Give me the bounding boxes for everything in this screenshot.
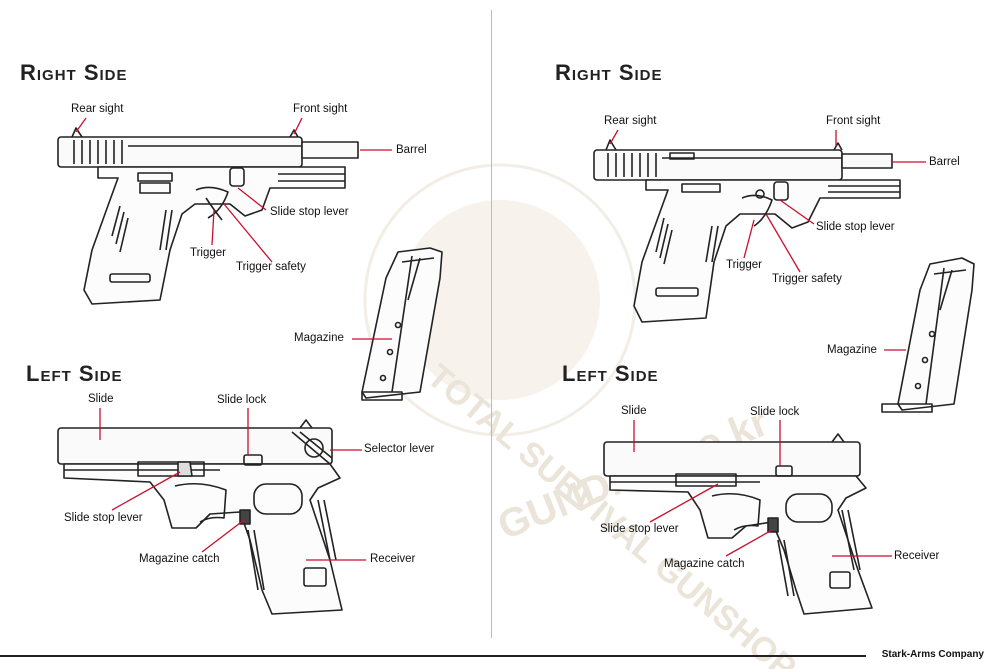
heading-left-side-right-panel: Left Side [562,361,659,386]
heading-right-side-left-panel: Right Side [20,60,128,85]
heading-left-side-left-panel: Left Side [26,361,123,386]
label-magazine-catch-rp: Magazine catch [664,558,745,570]
label-front-sight-lp: Front sight [293,103,348,115]
label-trigger-safety-rp: Trigger safety [772,273,842,285]
label-trigger-rp: Trigger [726,259,762,271]
label-selector-lever-lp: Selector lever [364,443,435,455]
label-magazine-rp: Magazine [827,344,877,356]
label-magazine-lp: Magazine [294,332,344,344]
company-name: Stark-Arms Company [881,649,984,660]
pistol-right-side-right-panel [593,139,901,323]
label-slide-stop-lever-ls-rp: Slide stop lever [600,523,679,535]
heading-right-side-right-panel: Right Side [555,60,663,85]
label-barrel-lp: Barrel [396,144,427,156]
label-slide-lock-rp: Slide lock [750,406,800,418]
label-receiver-lp: Receiver [370,553,416,565]
label-slide-stop-lever-ls-lp: Slide stop lever [64,512,143,524]
label-barrel-rp: Barrel [929,156,960,168]
pistol-left-side-left-panel [57,419,343,615]
magazine-right-panel [881,257,975,413]
label-slide-stop-lever-rs-lp: Slide stop lever [270,206,349,218]
pistol-right-side-left-panel [57,127,359,305]
footer-rule [0,655,866,657]
label-slide-stop-lever-rs-rp: Slide stop lever [816,221,895,233]
leader-lines [75,117,926,561]
label-front-sight-rp: Front sight [826,115,881,127]
label-rear-sight-rp: Rear sight [604,115,657,127]
label-trigger-safety-lp: Trigger safety [236,261,306,273]
magazine-left-panel [361,247,443,401]
label-slide-lock-lp: Slide lock [217,394,267,406]
label-trigger-lp: Trigger [190,247,226,259]
label-slide-rp: Slide [621,405,647,417]
pistol-left-side-right-panel [603,433,873,615]
label-receiver-rp: Receiver [894,550,940,562]
label-magazine-catch-lp: Magazine catch [139,553,220,565]
panel-divider [491,10,492,638]
label-rear-sight-lp: Rear sight [71,103,124,115]
label-slide-lp: Slide [88,393,114,405]
